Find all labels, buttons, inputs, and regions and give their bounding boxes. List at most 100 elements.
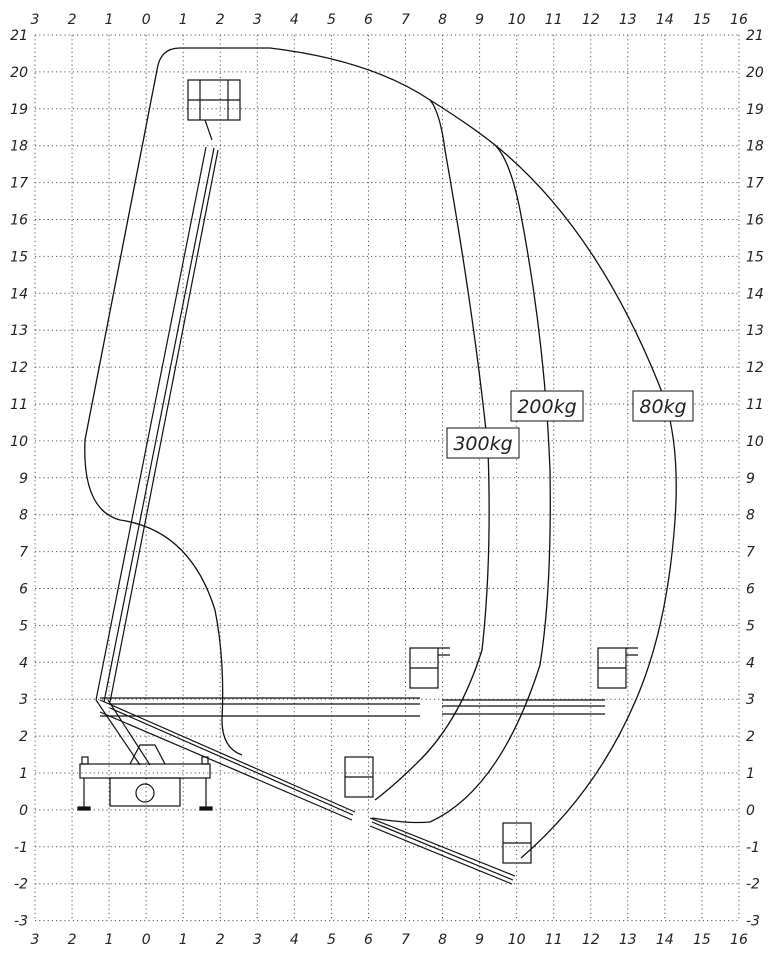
- load-label-80kg-box: 80kg: [632, 390, 694, 422]
- y-tick-left: 17: [10, 176, 28, 192]
- y-tick-left: -3: [14, 914, 28, 930]
- x-tick-top: 16: [730, 12, 748, 28]
- y-tick-left: 6: [19, 582, 28, 598]
- x-tick-bottom: 0: [142, 932, 151, 948]
- y-tick-right: 14: [746, 286, 764, 302]
- envelope-200kg: [371, 144, 551, 824]
- x-tick-top: 14: [656, 12, 674, 28]
- y-tick-right: 6: [746, 582, 755, 598]
- y-tick-left: 16: [10, 213, 28, 229]
- y-tick-right: 18: [746, 139, 764, 155]
- x-tick-top: 5: [327, 12, 336, 28]
- x-tick-bottom: 1: [105, 932, 114, 948]
- y-tick-left: 12: [10, 360, 28, 376]
- y-tick-right: 5: [746, 618, 755, 634]
- y-tick-right: 3: [746, 692, 755, 708]
- x-tick-bottom: 12: [582, 932, 600, 948]
- y-tick-left: 9: [19, 471, 28, 487]
- x-tick-top: 7: [401, 12, 410, 28]
- x-tick-top: 12: [582, 12, 600, 28]
- x-tick-bottom: 15: [693, 932, 711, 948]
- load-label-300kg: 300kg: [453, 433, 512, 455]
- x-tick-top: 4: [290, 12, 299, 28]
- y-tick-right: 13: [746, 323, 764, 339]
- y-tick-left: 0: [19, 803, 28, 819]
- y-tick-right: 7: [746, 545, 755, 561]
- x-tick-top: 10: [508, 12, 526, 28]
- y-tick-right: 9: [746, 471, 755, 487]
- x-tick-top: 2: [68, 12, 77, 28]
- y-tick-left: -2: [14, 877, 28, 893]
- y-tick-left: -1: [14, 840, 28, 856]
- axis-ticks: 3322110011223344556677889910101111121213…: [10, 12, 764, 948]
- boom-vertical: [95, 79, 241, 766]
- envelopes: [84, 47, 677, 859]
- x-tick-top: 11: [545, 12, 563, 28]
- boom-horizontal: [100, 647, 638, 717]
- x-tick-bottom: 16: [730, 932, 748, 948]
- y-tick-left: 15: [10, 249, 28, 265]
- x-tick-bottom: 5: [327, 932, 336, 948]
- x-tick-top: 6: [364, 12, 373, 28]
- load-label-300kg-box: 300kg: [446, 427, 520, 459]
- vehicle-base: [77, 744, 213, 811]
- y-tick-right: 8: [746, 508, 755, 524]
- x-tick-top: 0: [142, 12, 151, 28]
- y-tick-left: 7: [19, 545, 28, 561]
- boom-lowered: [99, 699, 532, 885]
- y-tick-left: 8: [19, 508, 28, 524]
- x-tick-top: 3: [31, 12, 40, 28]
- x-tick-bottom: 2: [68, 932, 77, 948]
- y-tick-left: 14: [10, 286, 28, 302]
- y-tick-right: -1: [746, 840, 760, 856]
- aerial-platform-drawing: [77, 79, 638, 885]
- load-label-80kg: 80kg: [639, 396, 686, 418]
- y-tick-right: 20: [746, 65, 764, 81]
- y-tick-left: 5: [19, 618, 28, 634]
- y-tick-right: 4: [746, 655, 755, 671]
- x-tick-top: 1: [179, 12, 188, 28]
- x-tick-bottom: 3: [31, 932, 40, 948]
- y-tick-right: -3: [746, 914, 760, 930]
- x-tick-bottom: 1: [179, 932, 188, 948]
- y-tick-right: 21: [746, 28, 764, 44]
- y-tick-left: 2: [19, 729, 28, 745]
- load-label-200kg-box: 200kg: [510, 390, 584, 422]
- x-tick-bottom: 9: [475, 932, 484, 948]
- y-tick-left: 20: [10, 65, 28, 81]
- x-tick-bottom: 11: [545, 932, 563, 948]
- inner-envelope: [84, 69, 243, 756]
- y-tick-right: 19: [746, 102, 764, 118]
- x-tick-top: 2: [216, 12, 225, 28]
- x-tick-bottom: 4: [290, 932, 299, 948]
- x-tick-top: 8: [438, 12, 447, 28]
- envelope-300kg: [374, 99, 490, 801]
- y-tick-right: 10: [746, 434, 764, 450]
- x-tick-bottom: 7: [401, 932, 410, 948]
- load-label-200kg: 200kg: [517, 396, 576, 418]
- x-tick-bottom: 2: [216, 932, 225, 948]
- grid: [34, 34, 740, 922]
- y-tick-left: 10: [10, 434, 28, 450]
- y-tick-left: 18: [10, 139, 28, 155]
- x-tick-top: 15: [693, 12, 711, 28]
- y-tick-right: 1: [746, 766, 755, 782]
- y-tick-right: 2: [746, 729, 755, 745]
- x-tick-top: 9: [475, 12, 484, 28]
- y-tick-right: -2: [746, 877, 760, 893]
- y-tick-right: 17: [746, 176, 764, 192]
- y-tick-left: 13: [10, 323, 28, 339]
- x-tick-bottom: 3: [253, 932, 262, 948]
- y-tick-left: 1: [19, 766, 28, 782]
- outer-envelope-80kg: [156, 47, 677, 859]
- y-tick-right: 0: [746, 803, 755, 819]
- x-tick-bottom: 14: [656, 932, 674, 948]
- y-tick-right: 12: [746, 360, 764, 376]
- y-tick-right: 11: [746, 397, 764, 413]
- x-tick-top: 1: [105, 12, 114, 28]
- x-tick-bottom: 13: [619, 932, 637, 948]
- y-tick-left: 11: [10, 397, 28, 413]
- y-tick-left: 3: [19, 692, 28, 708]
- x-tick-bottom: 10: [508, 932, 526, 948]
